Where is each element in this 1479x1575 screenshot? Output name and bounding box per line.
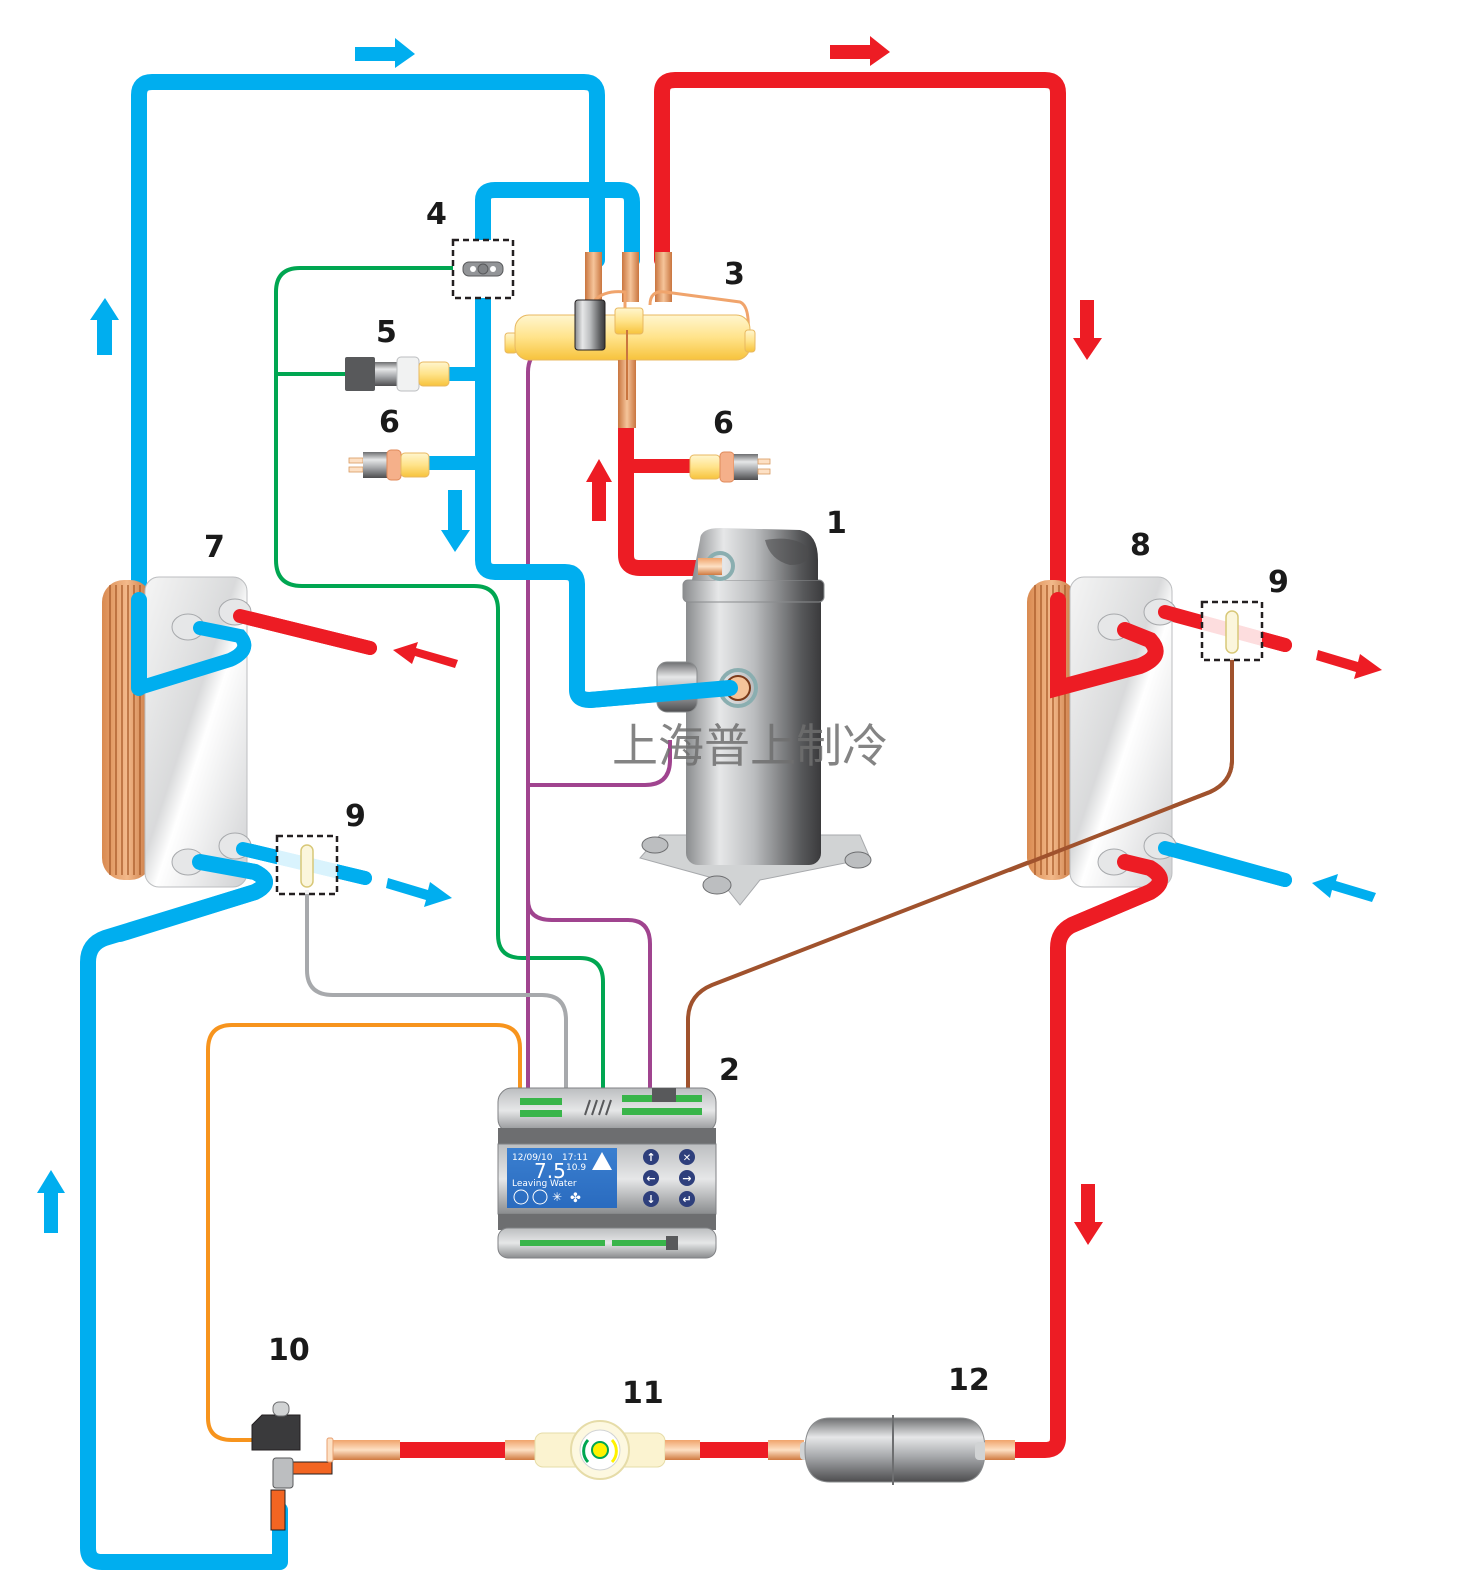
label-pressure-sensor: 5 [376, 315, 397, 350]
compressor-1[interactable] [639, 528, 872, 906]
wire-orange-eev [206, 1023, 522, 1442]
arrow-down-icon: ↓ [646, 1193, 655, 1206]
down-button[interactable]: ↓ [643, 1191, 659, 1207]
component-labels: 1 2 3 4 5 6 6 7 8 9 9 10 11 12 [204, 197, 1289, 1411]
fan-icon: ✤ [570, 1191, 581, 1206]
pressure-switch-6-low[interactable] [348, 449, 430, 481]
wire-purple-valve [526, 338, 581, 1088]
warning-triangle-icon [592, 1152, 612, 1170]
flow-arrow-suction-blue [441, 490, 470, 552]
lcd-caption: Leaving Water [512, 1179, 577, 1189]
lcd-main-value: 7.5 [534, 1159, 566, 1183]
pipe-suction-loop-top [131, 74, 605, 696]
sight-glass-11[interactable] [505, 1420, 700, 1480]
right-button[interactable]: → [679, 1170, 695, 1186]
left-button[interactable]: ← [643, 1170, 659, 1186]
enter-button[interactable]: ↵ [679, 1191, 695, 1207]
temperature-sensor-9-right[interactable] [1200, 600, 1264, 662]
enter-icon: ↵ [682, 1193, 691, 1206]
plate-heat-exchanger-8[interactable] [1027, 576, 1177, 888]
label-filter-drier: 12 [948, 1363, 990, 1398]
close-icon: ✕ [683, 1153, 691, 1164]
filter-drier-12[interactable] [768, 1415, 1015, 1485]
watermark-text: 上海普上制冷 [612, 719, 888, 773]
pipe-suction-riser [475, 290, 733, 708]
up-button[interactable]: ↑ [643, 1149, 659, 1165]
pressure-sensor-5[interactable] [345, 356, 450, 392]
flow-arrow-right-red-lower [1074, 1184, 1103, 1245]
lcd-secondary-value: 10.9 [566, 1163, 586, 1173]
plate-heat-exchanger-7[interactable] [102, 576, 252, 888]
wire-green-pressure [274, 266, 605, 1088]
controller-2[interactable]: 12/09/10 17:11 7.5 10.9 Leaving Water ✳ … [497, 1087, 717, 1259]
arrow-left-icon: ← [646, 1172, 655, 1185]
lcd-time: 17:11 [562, 1153, 588, 1163]
flow-arrow-discharge-red [586, 459, 612, 521]
label-compressor: 1 [826, 506, 847, 541]
circle-icon [532, 1189, 548, 1205]
label-condenser: 8 [1130, 528, 1151, 563]
label-pressure-transmitter: 4 [426, 197, 447, 232]
arrow-up-icon: ↑ [646, 1151, 655, 1164]
pipe-liquid-to-hx7 [80, 854, 288, 1570]
lcd-date: 12/09/10 [512, 1153, 553, 1163]
arrow-right-icon: → [682, 1172, 691, 1185]
flow-arrow-water-in-hx8 [1312, 874, 1376, 902]
pipe-discharge-riser [618, 420, 708, 576]
wire-purple-compressor [528, 740, 672, 787]
label-expansion-valve: 10 [268, 1333, 310, 1368]
pipe-suction-branch [475, 182, 640, 268]
label-temp-sensor-left: 9 [345, 799, 366, 834]
escape-button[interactable]: ✕ [679, 1149, 695, 1165]
defrost-snowflake-icon: ✳ [552, 1190, 562, 1204]
flow-arrow-water-out-hx7 [386, 878, 452, 907]
flow-arrow-left-blue-upper [90, 298, 119, 355]
flow-arrows [37, 36, 1382, 1245]
label-temp-sensor-right: 9 [1268, 565, 1289, 600]
flow-arrow-top-red [830, 36, 890, 66]
flow-arrow-left-blue-lower [37, 1170, 65, 1233]
expansion-valve-10[interactable] [251, 1401, 400, 1531]
label-evaporator: 7 [204, 530, 225, 565]
label-controller: 2 [719, 1053, 740, 1088]
label-four-way-valve: 3 [724, 257, 745, 292]
flow-arrow-water-in-hx7 [393, 642, 458, 668]
wire-gray-sensor9 [305, 890, 568, 1088]
label-sight-glass: 11 [622, 1376, 664, 1411]
pressure-switch-6-high[interactable] [689, 451, 771, 483]
label-pressure-switch-high: 6 [713, 406, 734, 441]
label-pressure-switch-low: 6 [379, 405, 400, 440]
hx7-connections [112, 592, 377, 942]
pipe-suction-inlet [582, 680, 738, 708]
flow-arrow-top-blue [355, 38, 415, 68]
flow-arrow-right-red-upper [1073, 300, 1102, 360]
pressure-transmitter-4[interactable] [451, 238, 515, 300]
four-way-valve-3[interactable] [504, 252, 756, 428]
pipe-liquid-line-right [1002, 854, 1168, 1458]
temperature-sensor-9-left[interactable] [275, 834, 339, 896]
flow-arrow-water-out-hx8 [1316, 650, 1382, 679]
compressor-icon [513, 1189, 529, 1205]
wire-purple-controller [526, 899, 652, 1088]
